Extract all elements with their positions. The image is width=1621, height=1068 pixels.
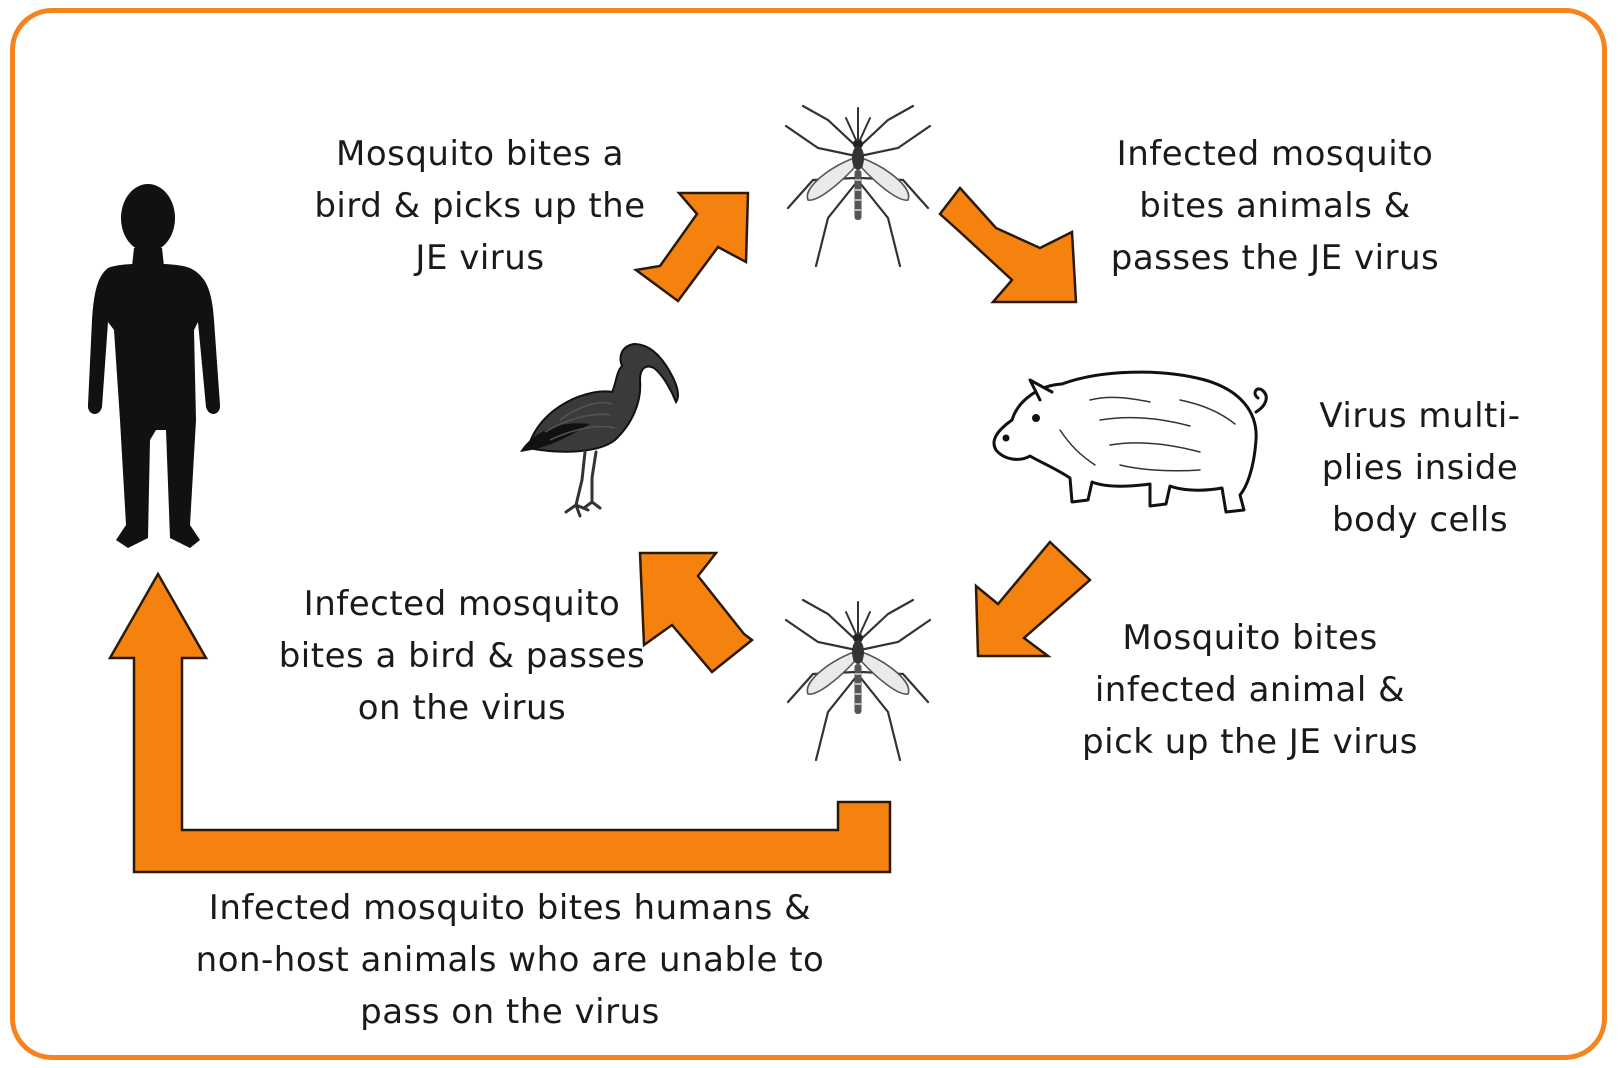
label-line: pick up the JE virus [1060, 716, 1440, 768]
label-line: Infected mosquito bites humans & [170, 882, 850, 934]
label-line: JE virus [300, 232, 660, 284]
ibis-bird-icon [520, 344, 678, 516]
arrow-mosquito-to-pig [940, 188, 1076, 302]
label-line: passes the JE virus [1090, 232, 1460, 284]
step-bird-to-mosquito: Mosquito bites a bird & picks up the JE … [300, 128, 660, 284]
label-line: Infected mosquito [1090, 128, 1460, 180]
step-virus-multiplies: Virus multi- plies inside body cells [1295, 390, 1545, 546]
label-line: plies inside [1295, 442, 1545, 494]
step-mosquito-to-human: Infected mosquito bites humans & non-hos… [170, 882, 850, 1038]
step-animal-to-mosquito: Mosquito bites infected animal & pick up… [1060, 612, 1440, 768]
step-mosquito-to-animal: Infected mosquito bites animals & passes… [1090, 128, 1460, 284]
label-line: Mosquito bites a [300, 128, 660, 180]
label-line: bites a bird & passes [262, 630, 662, 682]
mosquito-icon-top [786, 106, 930, 266]
pig-icon [994, 372, 1266, 512]
human-silhouette-icon [88, 184, 220, 548]
mosquito-icon-bottom [786, 600, 930, 760]
label-line: non-host animals who are unable to [170, 934, 850, 986]
step-mosquito-to-bird: Infected mosquito bites a bird & passes … [262, 578, 662, 734]
label-line: bites animals & [1090, 180, 1460, 232]
label-line: body cells [1295, 494, 1545, 546]
label-line: on the virus [262, 682, 662, 734]
label-line: Virus multi- [1295, 390, 1545, 442]
label-line: bird & picks up the [300, 180, 660, 232]
label-line: infected animal & [1060, 664, 1440, 716]
label-line: Mosquito bites [1060, 612, 1440, 664]
label-line: Infected mosquito [262, 578, 662, 630]
label-line: pass on the virus [170, 986, 850, 1038]
